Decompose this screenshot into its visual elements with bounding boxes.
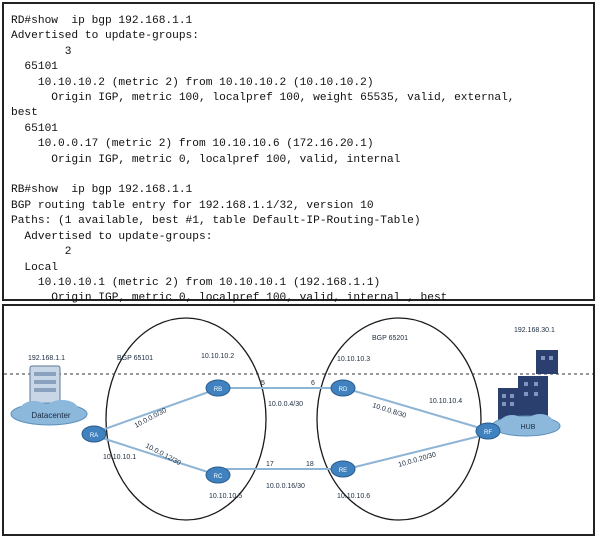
- router-icon: [330, 379, 356, 397]
- cli-line: 2: [11, 246, 72, 259]
- interface-rc-re-left: 17: [266, 461, 274, 468]
- cli-line: RB#show ip bgp 192.168.1.1: [11, 184, 193, 197]
- hub-label: HUB: [521, 424, 536, 431]
- link-ra-rc: [101, 437, 215, 475]
- router-label: RE: [339, 468, 347, 474]
- loopback-rd: 10.10.10.3: [337, 356, 370, 363]
- hub-ip-label: 192.168.30.1: [514, 327, 555, 334]
- interface-rb-rd-left: 5: [261, 380, 265, 387]
- server-icon: [29, 365, 61, 407]
- subnet-rc-re: 10.0.0.16/30: [266, 483, 305, 490]
- cli-line: 10.10.10.2 (metric 2) from 10.10.10.2 (1…: [11, 76, 374, 89]
- router-re: RE: [330, 460, 356, 478]
- router-icon: [81, 425, 107, 443]
- router-label: RD: [339, 387, 348, 393]
- cli-line: Origin IGP, metric 100, localpref 100, w…: [11, 92, 515, 105]
- cli-output-panel: RD#show ip bgp 192.168.1.1 Advertised to…: [2, 2, 595, 304]
- router-label: RA: [90, 433, 98, 439]
- cli-line: BGP routing table entry for 192.168.1.1/…: [11, 199, 374, 212]
- as-65201-boundary: [316, 317, 482, 521]
- cli-line: 3: [11, 45, 72, 58]
- router-rb: RB: [205, 379, 231, 397]
- cli-line: Origin IGP, metric 0, localpref 100, val…: [11, 153, 401, 166]
- cli-line: 65101: [11, 61, 58, 74]
- router-icon: [330, 460, 356, 478]
- cli-line: 65101: [11, 122, 58, 135]
- router-icon: [205, 466, 231, 484]
- router-rf: RF: [475, 422, 501, 440]
- link-re-rf: [350, 435, 481, 469]
- loopback-ra: 10.10.10.1: [103, 454, 136, 461]
- cli-line: 10.10.10.1 (metric 2) from 10.10.10.1 (1…: [11, 276, 381, 289]
- router-label: RC: [214, 474, 223, 480]
- cli-line: best: [11, 107, 38, 120]
- as-65101-boundary: [105, 317, 267, 521]
- loopback-rc: 10.10.10.5: [209, 493, 242, 500]
- as-65201-label: BGP 65201: [372, 335, 408, 342]
- cli-line: 10.0.0.17 (metric 2) from 10.10.10.6 (17…: [11, 138, 374, 151]
- cli-line: Origin IGP, metric 0, localpref 100, val…: [11, 292, 448, 305]
- cli-line: Local: [11, 261, 58, 274]
- datacenter-ip-label: 192.168.1.1: [28, 355, 65, 362]
- router-icon: [475, 422, 501, 440]
- link-rd-rf: [350, 389, 481, 429]
- subnet-ra-rc: 10.0.0.12/30: [144, 443, 182, 468]
- router-icon: [205, 379, 231, 397]
- loopback-rb: 10.10.10.2: [201, 353, 234, 360]
- router-label: RF: [484, 430, 492, 436]
- router-label: RB: [214, 387, 222, 393]
- router-rc: RC: [205, 466, 231, 484]
- router-rd: RD: [330, 379, 356, 397]
- topology-diagram: Datacenter 192.168.1.1 HUB 192.168.30.1: [4, 317, 593, 521]
- datacenter-label: Datacenter: [31, 411, 70, 420]
- building-icon: [498, 350, 558, 420]
- cli-line: Advertised to update-groups:: [11, 230, 213, 243]
- cli-line: RD#show ip bgp 192.168.1.1: [11, 15, 193, 27]
- loopback-rf: 10.10.10.4: [429, 398, 462, 405]
- cli-output-text: RD#show ip bgp 192.168.1.1 Advertised to…: [11, 14, 515, 307]
- cloud-icon: [10, 400, 88, 426]
- subnet-rb-rd: 10.0.0.4/30: [268, 401, 303, 408]
- cloud-icon: [491, 414, 561, 437]
- cli-line: Paths: (1 available, best #1, table Defa…: [11, 215, 421, 228]
- topology-diagram-panel: Datacenter 192.168.1.1 HUB 192.168.30.1: [2, 304, 595, 536]
- cli-line: Advertised to update-groups:: [11, 30, 199, 43]
- router-ra: RA: [81, 425, 107, 443]
- link-ra-rb: [101, 389, 215, 431]
- loopback-re: 10.10.10.6: [337, 493, 370, 500]
- interface-rc-re-right: 18: [306, 461, 314, 468]
- as-65101-label: BGP 65101: [117, 355, 153, 362]
- subnet-ra-rb: 10.0.0.0/30: [134, 407, 168, 430]
- interface-rb-rd-right: 6: [311, 380, 315, 387]
